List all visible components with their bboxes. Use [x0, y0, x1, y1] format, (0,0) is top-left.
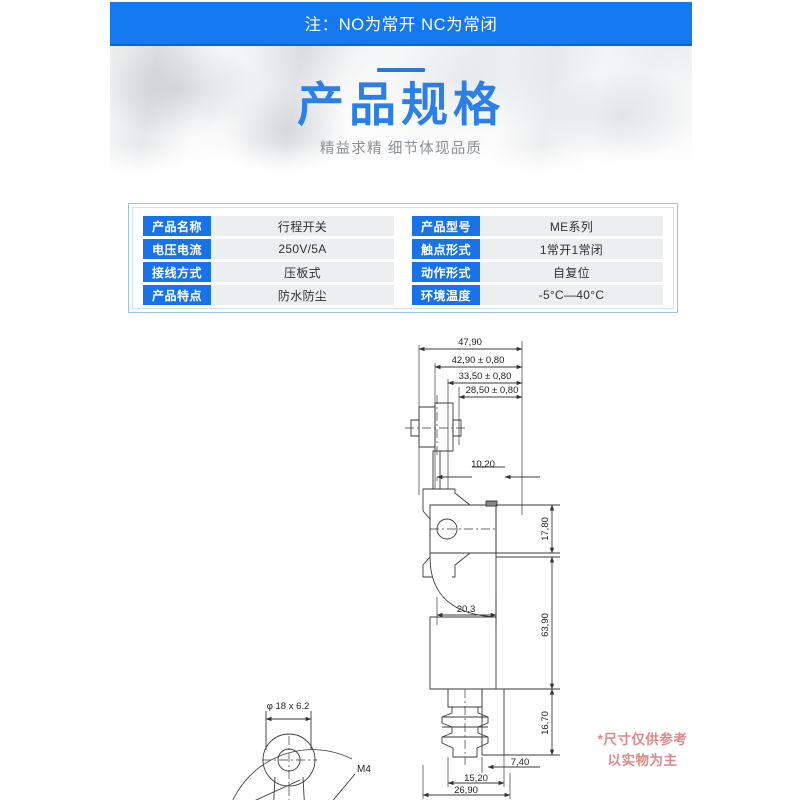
dim-7-40: 7,40	[481, 755, 540, 773]
technical-drawing-area: CNAOM 奥盟电气 φ 18 x 6.2	[0, 325, 800, 800]
spec-value: 行程开关	[211, 216, 394, 236]
spec-label: 触点形式	[412, 239, 480, 259]
dim-roller-diameter: φ 18 x 6.2	[265, 701, 312, 750]
spec-value: 防水防尘	[211, 285, 394, 305]
note-banner-text: 注：NO为常开 NC为常闭	[304, 16, 498, 34]
spec-label: 产品型号	[412, 216, 480, 236]
side-view-drawing: 47,90 42,90 ± 0,80 33,50 ± 0,80	[405, 337, 560, 799]
spec-label: 动作形式	[412, 262, 480, 282]
spec-table-frame: 产品名称 行程开关 电压电流 250V/5A 接线方式 压板式 产品特点 防水防…	[128, 203, 678, 313]
svg-text:15,20: 15,20	[464, 773, 488, 784]
dim-33-50: 33,50 ± 0,80	[447, 371, 523, 386]
spec-label: 接线方式	[143, 262, 211, 282]
svg-text:φ 18 x 6.2: φ 18 x 6.2	[267, 701, 310, 712]
svg-text:26,90: 26,90	[454, 785, 478, 796]
svg-text:42,90 ± 0,80: 42,90 ± 0,80	[452, 355, 505, 366]
svg-text:10,20: 10,20	[471, 459, 495, 470]
note-banner: 注：NO为常开 NC为常闭	[110, 2, 692, 46]
spec-table: 产品名称 行程开关 电压电流 250V/5A 接线方式 压板式 产品特点 防水防…	[132, 207, 674, 309]
disclaimer-line-2: 以实物为主	[607, 752, 678, 768]
dim-26-90: 26,90	[422, 765, 511, 799]
roller-side-right	[434, 402, 454, 452]
dim-m4: M4	[332, 764, 371, 800]
svg-text:M4: M4	[357, 764, 371, 775]
spec-value: -5°C—40°C	[480, 285, 663, 305]
svg-text:47,90: 47,90	[458, 337, 482, 348]
dim-rotation-arc: 25-80	[232, 749, 353, 800]
spec-value: 250V/5A	[211, 239, 394, 259]
dim-10-20: 10,20	[436, 459, 540, 481]
page-title: 产品规格	[297, 78, 505, 131]
technical-drawing-svg: CNAOM 奥盟电气 φ 18 x 6.2	[232, 337, 560, 800]
svg-text:20,3: 20,3	[457, 604, 476, 615]
table-row: 触点形式 1常开1常闭	[412, 239, 663, 259]
spec-label: 产品名称	[143, 216, 211, 236]
spec-label: 电压电流	[143, 239, 211, 259]
spec-label: 环境温度	[412, 285, 480, 305]
spec-value: 压板式	[211, 262, 394, 282]
hero-section: 产品规格 精益求精 细节体现品质	[110, 46, 692, 190]
front-view-drawing: φ 18 x 6.2 25-80	[232, 701, 371, 800]
pivot-hole-side	[436, 518, 458, 540]
svg-text:16,70: 16,70	[540, 711, 551, 735]
table-row: 产品名称 行程开关	[143, 216, 394, 236]
table-row: 动作形式 自复位	[412, 262, 663, 282]
svg-text:17,80: 17,80	[540, 517, 551, 541]
table-row: 接线方式 压板式	[143, 262, 394, 282]
spec-column-left: 产品名称 行程开关 电压电流 250V/5A 接线方式 压板式 产品特点 防水防…	[143, 216, 394, 305]
title-rule-decoration	[377, 68, 425, 72]
dim-63-90: 63,90	[496, 556, 560, 690]
dimension-disclaimer: *尺寸仅供参考 以实物为主	[585, 730, 700, 772]
spec-value: ME系列	[480, 216, 663, 236]
page-subtitle: 精益求精 细节体现品质	[319, 141, 483, 158]
table-row: 环境温度 -5°C—40°C	[412, 285, 663, 305]
lower-body-side	[429, 616, 497, 690]
dim-20-3: 20,3	[436, 597, 497, 625]
dim-28-50: 28,50 ± 0,80	[458, 385, 523, 445]
disclaimer-line-1: *尺寸仅供参考	[597, 732, 688, 747]
table-row: 电压电流 250V/5A	[143, 239, 394, 259]
svg-text:63,90: 63,90	[540, 613, 551, 637]
svg-text:7,40: 7,40	[511, 757, 530, 768]
table-row: 产品型号 ME系列	[412, 216, 663, 236]
dim-16-70: 16,70	[504, 688, 560, 756]
roller-side-left	[418, 406, 436, 448]
table-row: 产品特点 防水防尘	[143, 285, 394, 305]
dim-47-90: 47,90	[418, 337, 523, 352]
svg-text:33,50 ± 0,80: 33,50 ± 0,80	[459, 371, 512, 382]
dim-17-80: 17,80	[496, 504, 560, 554]
dim-42-90: 42,90 ± 0,80	[434, 355, 523, 370]
spec-column-right: 产品型号 ME系列 触点形式 1常开1常闭 动作形式 自复位 环境温度 -5°C…	[412, 216, 663, 305]
spec-label: 产品特点	[143, 285, 211, 305]
dim-15-20: 15,20	[447, 757, 505, 787]
hero-inner: 产品规格 精益求精 细节体现品质	[110, 46, 692, 190]
spec-value: 自复位	[480, 262, 663, 282]
spec-value: 1常开1常闭	[480, 239, 663, 259]
svg-text:28,50 ± 0,80: 28,50 ± 0,80	[466, 385, 519, 396]
content-column: 注：NO为常开 NC为常闭 产品规格 精益求精 细节体现品质 产品名称 行程开关…	[110, 0, 692, 800]
